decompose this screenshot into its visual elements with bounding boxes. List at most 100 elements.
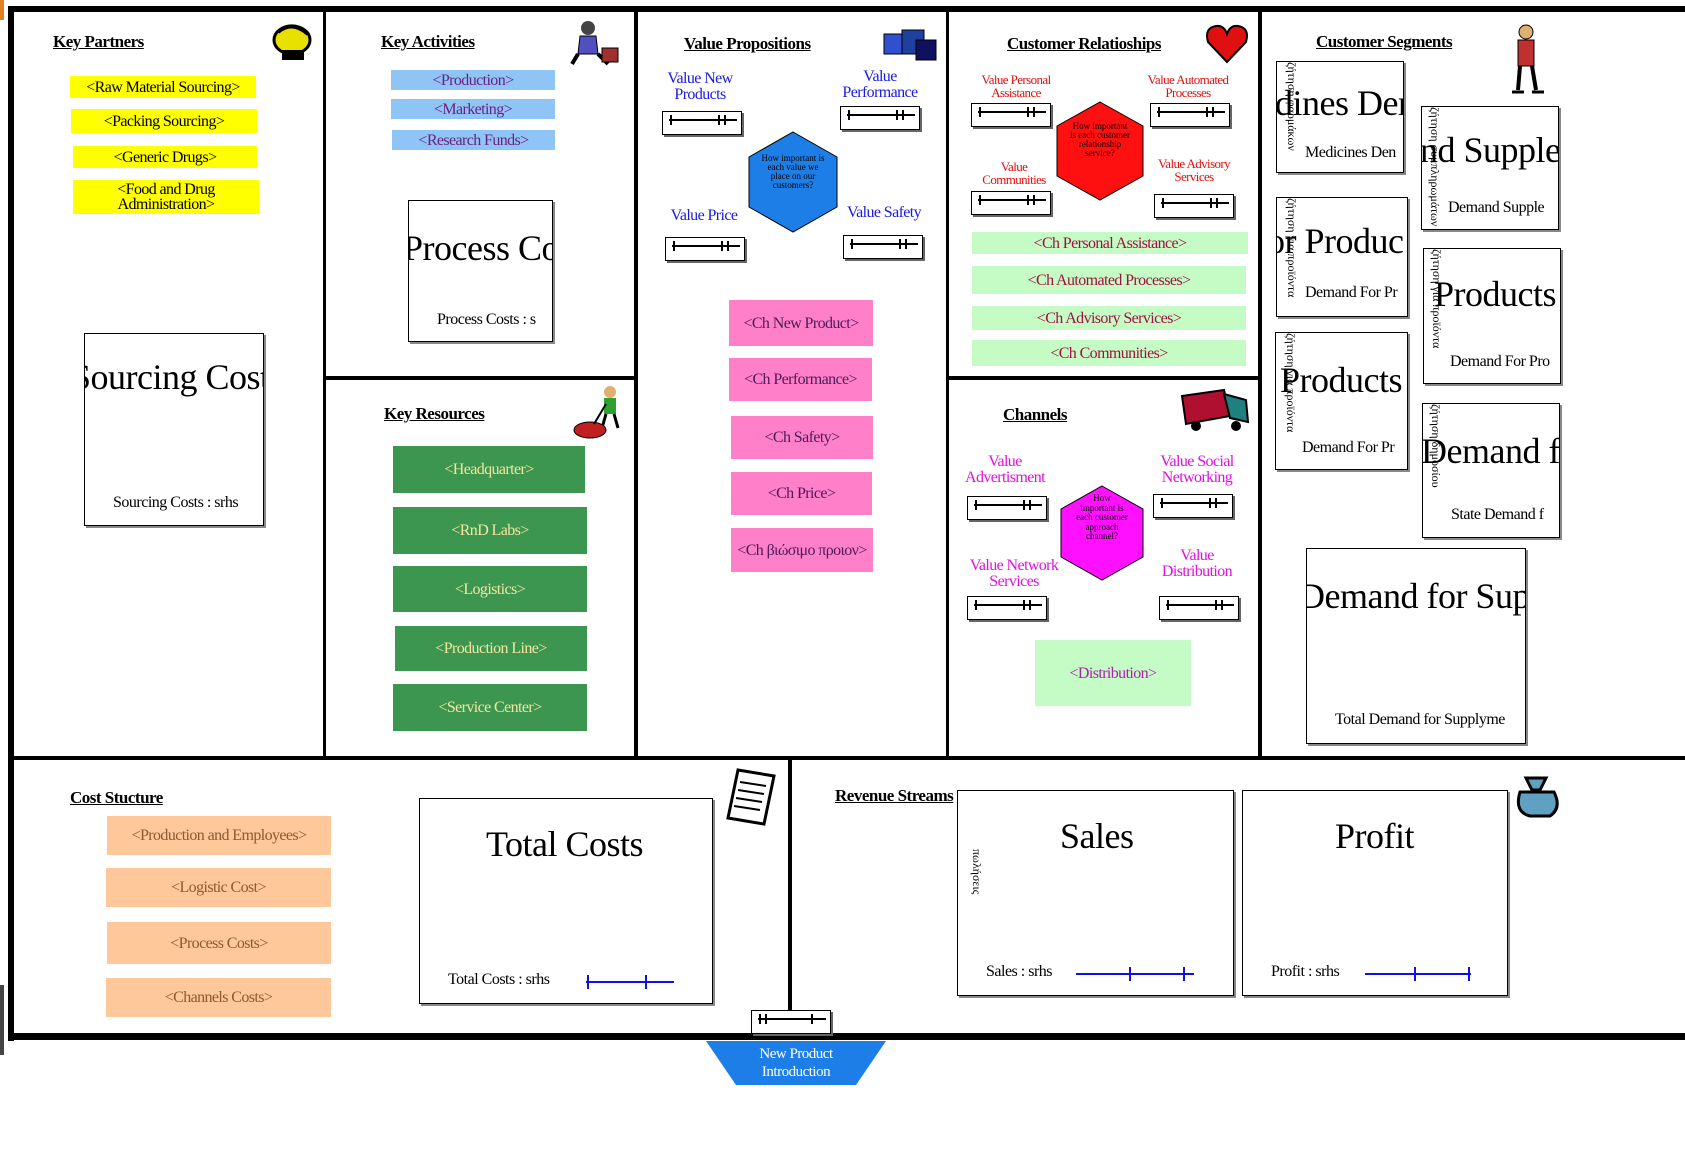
cs-medicines-demand-axis: ζήτηση φαρμάκων [1285,62,1299,151]
sourcing-cost-box[interactable]: Sourcing Cost Sourcing Costs : srhs [84,333,264,526]
key-partner-fda[interactable]: <Food and Drug Administration> [73,180,259,214]
cr-label-advisory-services: Value Advisory Services [1157,156,1231,184]
phone-icon [272,24,312,60]
profit-box[interactable]: Profit Profit : srhs [1242,790,1508,996]
ch-importance-hexagon[interactable]: How important is each customer approach … [1059,484,1145,582]
vp-ch-price[interactable]: <Ch Price> [731,472,872,515]
sales-box[interactable]: Sales πωλήσεις Sales : srhs [957,790,1234,996]
receipt-icon [726,768,776,826]
divider-h-middle [8,756,1685,760]
cs-supplements-demand-value: Demand Supple [1448,199,1545,216]
vp-slider-performance[interactable] [840,106,920,130]
cost-structure-title: Cost Stucture [70,788,163,807]
divider-v-4 [1258,6,1262,758]
ch-slider-network-services[interactable] [967,596,1047,620]
cs-products-demand-box-2[interactable]: Products Demand For Pro ζήτηση για προϊό… [1423,248,1561,384]
cs-products-demand-big-2: Products [1434,274,1557,314]
ch-slider-advertisment[interactable] [967,496,1047,520]
frame-left-accent [0,0,4,20]
cs-products-demand-axis-3: ζήτηση για προϊόντα [1284,333,1298,433]
process-cost-box[interactable]: Process Cos Process Costs : s [408,200,553,342]
revenue-streams-title: Revenue Streams [835,786,954,805]
total-costs-box[interactable]: Total Costs Total Costs : srhs [419,798,713,1004]
npi-shape[interactable]: New Product Introduction [706,1041,886,1085]
cs-state-demand-box[interactable]: Demand fo State Demand f ζήτηση δημοσίου [1422,403,1560,538]
key-resource-rnd-labs[interactable]: <RnD Labs> [393,507,587,554]
cr-ch-personal-assistance[interactable]: <Ch Personal Assistance> [972,232,1248,254]
ch-distribution[interactable]: <Distribution> [1035,640,1191,706]
profit-sparkline [1365,967,1471,981]
vp-ch-performance[interactable]: <Ch Performance> [729,358,872,401]
key-activity-research[interactable]: <Research Funds> [392,130,555,150]
key-resource-headquarter[interactable]: <Headquarter> [393,446,585,493]
total-costs-sparkline [586,975,674,989]
vp-label-performance: Value Performance [842,68,918,101]
npi-label: New Product Introduction [759,1046,833,1080]
process-cost-value: Process Costs : s [437,311,536,328]
vp-label-safety: Value Safety [846,204,922,221]
cs-products-demand-value-1: Demand For Pr [1305,284,1398,301]
money-bag-icon [1516,776,1559,818]
channels-title: Channels [1003,405,1068,424]
ch-slider-distribution[interactable] [1159,596,1239,620]
cs-state-demand-axis: ζήτηση δημοσίου [1429,404,1443,488]
cs-products-demand-box-1[interactable]: or Produc Demand For Pr ζήτηση για προϊό… [1276,197,1408,317]
key-activities-title: Key Activities [381,32,475,51]
vp-slider-safety[interactable] [843,235,923,259]
ch-slider-social-networking[interactable] [1153,494,1233,518]
total-costs-value: Total Costs : srhs [448,971,550,988]
cs-products-demand-big-3: Products [1280,360,1403,400]
cs-medicines-demand-value: Medicines Den [1305,144,1396,161]
cr-importance-hexagon[interactable]: How important is each customer relations… [1055,100,1145,202]
cr-ch-advisory-services[interactable]: <Ch Advisory Services> [972,306,1246,330]
sourcing-cost-value: Sourcing Costs : srhs [113,494,239,511]
cr-ch-automated-processes[interactable]: <Ch Automated Processes> [972,266,1246,294]
vp-ch-sustainable-product[interactable]: <Ch βιώσιμο προιον> [731,528,873,572]
cs-medicines-demand-big: dines Der [1276,83,1404,123]
key-partner-raw-material[interactable]: <Raw Material Sourcing> [70,76,256,98]
key-partner-generic-drugs[interactable]: <Generic Drugs> [73,146,257,168]
key-activity-production[interactable]: <Production> [391,70,555,90]
ch-hexagon-text: How important is each customer approach … [1076,493,1128,541]
gift-box-icon [883,29,937,61]
cr-slider-communities[interactable] [971,191,1051,215]
cr-slider-automated-processes[interactable] [1150,103,1230,127]
key-resource-service-center[interactable]: <Service Center> [393,684,587,731]
cs-products-demand-value-3: Demand For Pr [1302,439,1395,456]
sales-sparkline [1076,967,1194,981]
sales-axis: πωλήσεις [970,849,984,895]
vp-ch-safety[interactable]: <Ch Safety> [731,416,873,459]
key-resource-production-line[interactable]: <Production Line> [395,626,587,671]
cs-supplements-demand-box[interactable]: nd Supple Demand Supple ζήτηση συμπληρωμ… [1421,106,1559,230]
key-activity-marketing[interactable]: <Marketing> [391,99,555,119]
truck-icon [1180,388,1250,431]
cr-slider-personal-assistance[interactable] [971,103,1051,127]
vp-slider-price[interactable] [665,237,745,261]
cost-production-employees[interactable]: <Production and Employees> [107,816,331,855]
cs-supplements-demand-big: nd Supple [1421,130,1559,170]
ch-label-advertisment: Value Advertisment [965,453,1046,486]
cr-label-personal-assistance: Value Personal Assistance [981,72,1051,100]
cost-logistic[interactable]: <Logistic Cost> [106,868,331,907]
npi-slider[interactable] [751,1010,831,1034]
cr-ch-communities[interactable]: <Ch Communities> [972,340,1246,366]
key-partner-packing[interactable]: <Packing Sourcing> [71,109,257,133]
lawnmower-person-icon [573,386,620,439]
cs-products-demand-axis-2: ζήτηση για προϊόντα [1430,249,1444,349]
vp-slider-new-products[interactable] [662,111,742,135]
person-working-icon [570,21,619,66]
vp-hexagon-text: How important is each value we place on … [761,153,825,190]
cs-total-demand-box[interactable]: Demand for Supp Total Demand for Supplym… [1306,548,1526,744]
cr-label-communities: Value Communities [982,159,1046,187]
key-resource-logistics[interactable]: <Logistics> [393,566,587,612]
person-standing-icon [1512,24,1544,94]
vp-importance-hexagon[interactable]: How important is each value we place on … [747,130,839,234]
vp-ch-new-product[interactable]: <Ch New Product> [729,300,873,346]
cr-slider-advisory-services[interactable] [1154,194,1234,218]
cs-products-demand-box-3[interactable]: Products Demand For Pr ζήτηση για προϊόν… [1275,332,1408,470]
cs-medicines-demand-box[interactable]: dines Der Medicines Den ζήτηση φαρμάκων [1276,61,1404,173]
cs-supplements-demand-axis: ζήτηση συμπληρωμάτων [1428,107,1442,227]
cost-process[interactable]: <Process Costs> [107,922,331,964]
cost-channels[interactable]: <Channels Costs> [106,978,331,1017]
profit-big: Profit [1335,816,1415,856]
